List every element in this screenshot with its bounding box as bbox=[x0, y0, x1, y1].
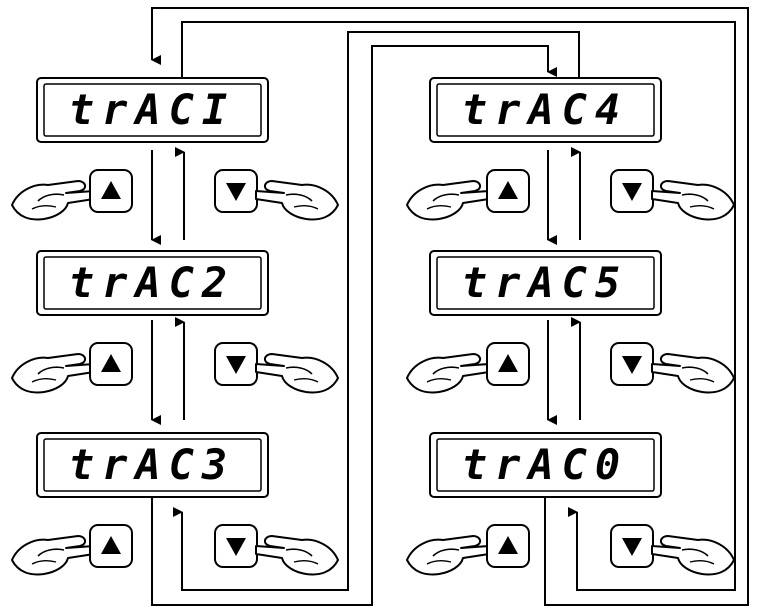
pointing-hand-icon bbox=[256, 181, 338, 219]
display-text-trac1: trACI bbox=[69, 85, 235, 134]
pointing-hand-icon bbox=[407, 536, 489, 574]
display-trac1: trACI bbox=[37, 78, 268, 142]
pointing-hand-icon bbox=[407, 181, 489, 219]
display-trac0: trAC0 bbox=[430, 433, 661, 497]
display-trac5: trAC5 bbox=[430, 251, 661, 315]
pointing-hand-icon bbox=[12, 536, 94, 574]
display-trac2: trAC2 bbox=[37, 251, 268, 315]
pointing-hand-icon bbox=[652, 181, 734, 219]
display-trac4: trAC4 bbox=[430, 78, 661, 142]
display-trac3: trAC3 bbox=[37, 433, 268, 497]
display-text-trac2: trAC2 bbox=[69, 258, 235, 307]
pointing-hand-icon bbox=[407, 354, 489, 392]
pointing-hand-icon bbox=[256, 354, 338, 392]
display-text-trac3: trAC3 bbox=[69, 440, 235, 489]
display-text-trac5: trAC5 bbox=[462, 258, 628, 307]
pointing-hand-icon bbox=[256, 536, 338, 574]
display-text-trac0: trAC0 bbox=[462, 440, 628, 489]
display-text-trac4: trAC4 bbox=[462, 85, 628, 134]
pointing-hand-icon bbox=[12, 181, 94, 219]
pointing-hand-icon bbox=[12, 354, 94, 392]
pointing-hand-icon bbox=[652, 536, 734, 574]
pointing-hand-icon bbox=[652, 354, 734, 392]
